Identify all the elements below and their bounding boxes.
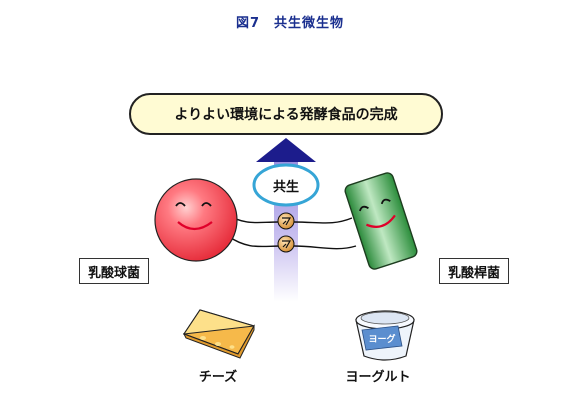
lactobacillus-label: 乳酸桿菌 <box>439 258 509 284</box>
goal-banner: よりよい環境による発酵食品の完成 <box>129 93 443 135</box>
lactobacillus-icon <box>344 172 418 270</box>
cheese-icon <box>182 309 255 359</box>
yogurt-cup-text: ヨーグ <box>368 333 395 345</box>
figure-title: 図7 共生微生物 <box>235 16 345 31</box>
cheese-label: チーズ <box>198 370 238 385</box>
exchange-coin-1 <box>277 212 295 230</box>
lactococcus-icon <box>154 178 238 262</box>
goal-text: よりよい環境による発酵食品の完成 <box>174 107 398 123</box>
yogurt-label: ヨーグルト <box>345 370 411 385</box>
symbiosis-cloud <box>252 163 320 207</box>
exchange-coin-2 <box>277 235 295 253</box>
yogurt-icon: ヨーグ <box>355 310 415 361</box>
arrow-head <box>256 138 316 162</box>
symbiosis-label: 共生 <box>272 179 299 195</box>
lactococcus-label: 乳酸球菌 <box>79 258 149 284</box>
